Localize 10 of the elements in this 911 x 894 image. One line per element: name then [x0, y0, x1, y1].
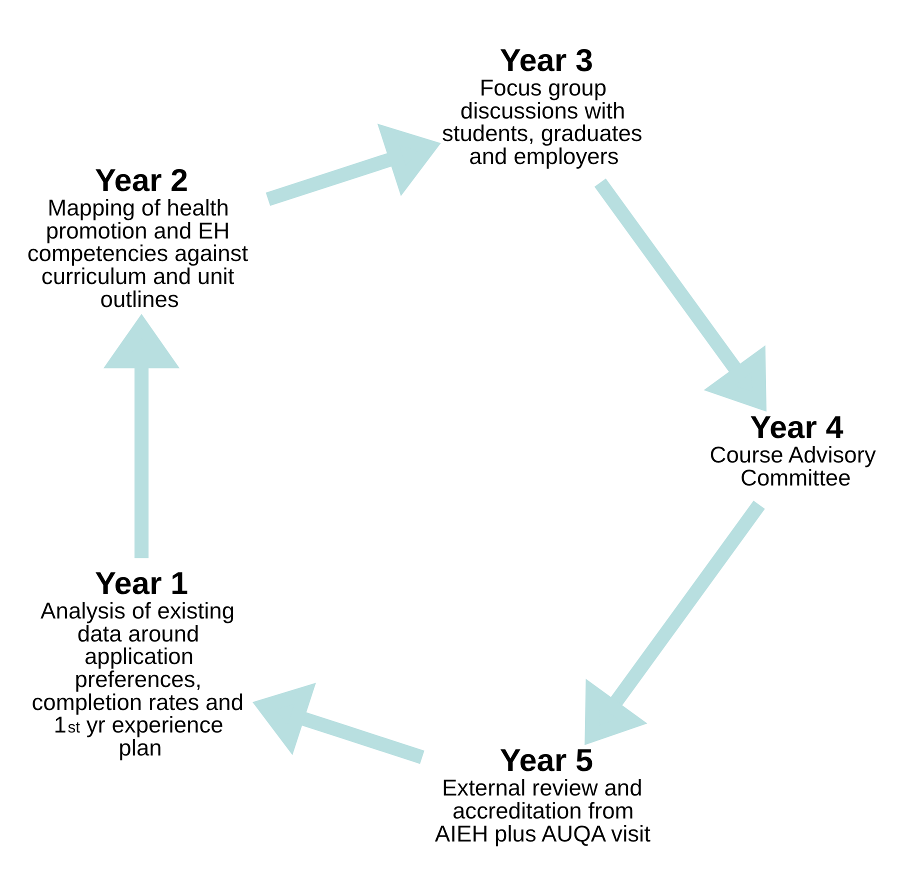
arrow [584, 500, 765, 745]
node-text: Year 5 External review and accreditation from AIEH plus AUQA visit [434, 742, 650, 846]
node-text: Year 2 Mapping of health promotion and EH competencies against curriculum and unit outlines [27, 161, 248, 312]
arrow [103, 313, 180, 558]
arrow [266, 123, 441, 206]
node-text: Year 3 Focus group discussions with students, graduates and employers [442, 41, 642, 168]
node-text: Year 1 Analysis of existing data around application preferences, completion rates and 1st yr experience plan [32, 564, 244, 760]
arrow [252, 682, 424, 764]
arrow [594, 178, 767, 412]
node-text: Year 4 Course Advisory Committee [710, 408, 876, 490]
